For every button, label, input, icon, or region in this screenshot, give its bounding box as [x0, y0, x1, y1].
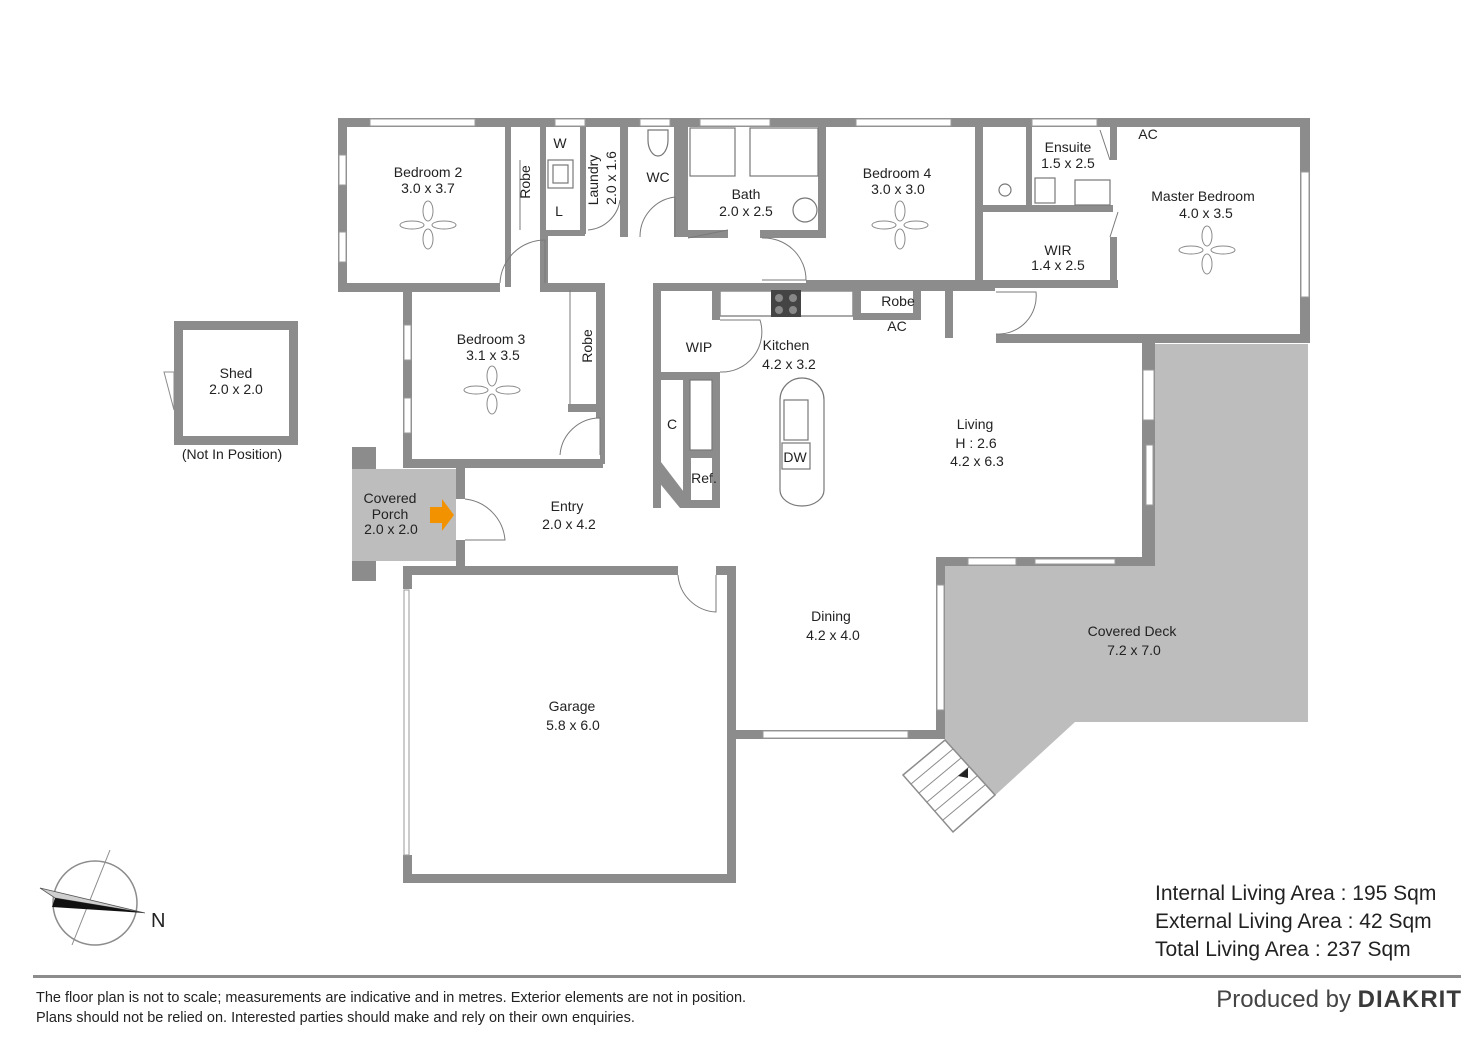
cooktop-icon — [771, 290, 801, 317]
bath-name: Bath — [732, 186, 761, 202]
footer-divider — [33, 975, 1461, 978]
wir-dims: 1.4 x 2.5 — [1031, 257, 1085, 273]
laundry-name: Laundry — [585, 155, 601, 206]
wc-label: WC — [646, 169, 669, 185]
covered-deck-area — [945, 344, 1308, 800]
fan-icon — [463, 365, 521, 415]
disclaimer: The floor plan is not to scale; measurem… — [36, 988, 1036, 1028]
windows — [338, 118, 1310, 856]
bedroom3-dims: 3.1 x 3.5 — [466, 347, 520, 363]
garage-dims: 5.8 x 6.0 — [546, 717, 600, 733]
dining-name: Dining — [811, 608, 851, 624]
doors — [464, 129, 1119, 613]
entry-arrow-icon — [430, 499, 454, 531]
ensuite-name: Ensuite — [1045, 139, 1092, 155]
living-dims: 4.2 x 6.3 — [950, 453, 1004, 469]
fridge-label: Ref. — [691, 470, 717, 486]
brand-logo: DIAKRIT — [1357, 986, 1462, 1013]
ac-kitchen-label: AC — [887, 318, 906, 334]
garage-name: Garage — [549, 698, 596, 714]
porch-name-line2: Porch — [372, 506, 409, 522]
laundry-dims: 2.0 x 1.6 — [603, 151, 619, 205]
porch-name-line1: Covered — [364, 490, 417, 506]
fan-icon — [399, 200, 457, 250]
robe-b3-label: Robe — [579, 329, 595, 363]
external-area-text: External Living Area : 42 Sqm — [1155, 910, 1432, 933]
disclaimer-line-2: Plans should not be relied on. Intereste… — [36, 1010, 635, 1026]
fan-icon — [871, 200, 929, 250]
bath-dims: 2.0 x 2.5 — [719, 203, 773, 219]
bedroom3-name: Bedroom 3 — [457, 331, 526, 347]
credit-prefix: Produced by — [1216, 986, 1351, 1013]
wip-label: WIP — [686, 339, 712, 355]
kitchen-island — [779, 377, 825, 507]
ensuite-dims: 1.5 x 2.5 — [1041, 155, 1095, 171]
robe-b4-label: Robe — [881, 293, 915, 309]
deck-stairs — [901, 738, 997, 834]
porch-dims: 2.0 x 2.0 — [364, 521, 418, 537]
dining-dims: 4.2 x 4.0 — [806, 627, 860, 643]
deck-dims: 7.2 x 7.0 — [1107, 642, 1161, 658]
kitchen-dims: 4.2 x 3.2 — [762, 356, 816, 372]
room-labels: Bedroom 2 3.0 x 3.7 Robe W L Laundry 2.0… — [182, 126, 1255, 733]
total-area-text: Total Living Area : 237 Sqm — [1155, 938, 1411, 961]
master-dims: 4.0 x 3.5 — [1179, 205, 1233, 221]
compass-north-label: N — [151, 910, 165, 932]
bedroom2-dims: 3.0 x 3.7 — [401, 180, 455, 196]
compass: N — [39, 849, 165, 946]
entry-name: Entry — [551, 498, 584, 514]
shed-dims: 2.0 x 2.0 — [209, 381, 263, 397]
fan-icon — [1178, 225, 1236, 275]
ceiling-fan-icons — [399, 200, 1236, 415]
cupboard-label: C — [667, 416, 677, 432]
bedroom4-dims: 3.0 x 3.0 — [871, 181, 925, 197]
fixtures — [547, 127, 1111, 507]
laundry-l-label: L — [555, 203, 563, 219]
deck-name: Covered Deck — [1088, 623, 1178, 639]
robe-b2-label: Robe — [517, 165, 533, 199]
bedroom4-name: Bedroom 4 — [863, 165, 932, 181]
wir-name: WIR — [1044, 242, 1071, 258]
bedroom2-name: Bedroom 2 — [394, 164, 463, 180]
entry-dims: 2.0 x 4.2 — [542, 516, 596, 532]
living-height: H : 2.6 — [955, 435, 996, 451]
living-name: Living — [957, 416, 994, 432]
shed — [163, 321, 298, 445]
producer-credit: Produced by DIAKRIT — [1160, 986, 1462, 1014]
ac-master-label: AC — [1138, 126, 1157, 142]
internal-area-text: Internal Living Area : 195 Sqm — [1155, 882, 1437, 905]
master-name: Master Bedroom — [1151, 188, 1254, 204]
disclaimer-line-1: The floor plan is not to scale; measurem… — [36, 990, 747, 1006]
living-area-summary: Internal Living Area : 195 Sqm External … — [1155, 880, 1455, 964]
dishwasher-label: DW — [783, 449, 807, 465]
shed-note: (Not In Position) — [182, 446, 282, 462]
floor-plan: N Bedroom 2 3.0 x 3.7 Robe W L Laundry 2… — [39, 118, 1310, 946]
shed-name: Shed — [220, 365, 253, 381]
kitchen-name: Kitchen — [763, 337, 810, 353]
laundry-w-label: W — [553, 135, 567, 151]
